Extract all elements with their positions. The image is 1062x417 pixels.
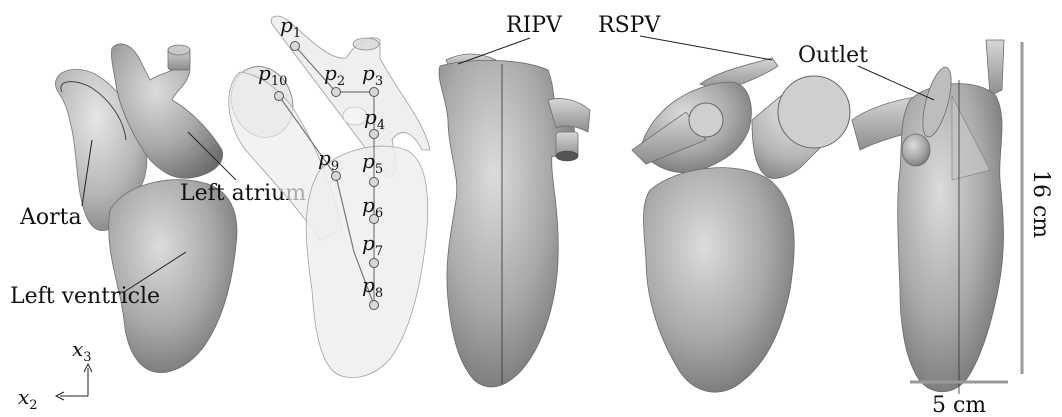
probe-point-label: p1	[280, 13, 301, 41]
view-4-oblique: RSPV	[598, 13, 850, 392]
heart-4-ventricle	[644, 168, 795, 392]
transparent-vessel-cap	[353, 38, 379, 50]
leader-outlet-1	[858, 66, 934, 100]
label-left-ventricle: Left ventricle	[10, 284, 160, 309]
probe-point-marker	[275, 92, 284, 101]
heart-5-top-vessel	[986, 40, 1004, 96]
axes-indicator: x3 x2	[18, 337, 92, 413]
label-rspv: RSPV	[598, 13, 661, 38]
transparent-ventricle	[306, 146, 427, 378]
leader-rspv	[640, 36, 772, 60]
axis-x2-label: x2	[18, 385, 38, 413]
label-aorta: Aorta	[19, 205, 82, 230]
heart-5-body	[898, 84, 1004, 392]
probe-point-marker	[370, 301, 379, 310]
probe-point-label: p10	[258, 61, 287, 89]
outflow-cut-face	[778, 76, 850, 148]
inlet-cut-face	[689, 103, 723, 137]
view-3-posterior: RIPV	[439, 13, 590, 387]
probe-point-marker	[291, 42, 300, 51]
label-ripv: RIPV	[506, 13, 563, 38]
probe-point-marker	[370, 259, 379, 268]
heart-5-lobe	[902, 134, 930, 166]
atrial-vessel-cap	[168, 45, 190, 55]
left-ventricle-shape	[109, 180, 237, 373]
scale-label-horizontal: 5 cm	[932, 393, 986, 417]
vein-stub-cap	[556, 151, 578, 161]
probe-point-label: p9	[318, 146, 339, 174]
axis-x3-label: x3	[72, 337, 92, 365]
label-outlet: Outlet	[798, 43, 868, 68]
probe-point-marker	[370, 178, 379, 187]
scale-label-vertical: 16 cm	[1028, 170, 1053, 238]
